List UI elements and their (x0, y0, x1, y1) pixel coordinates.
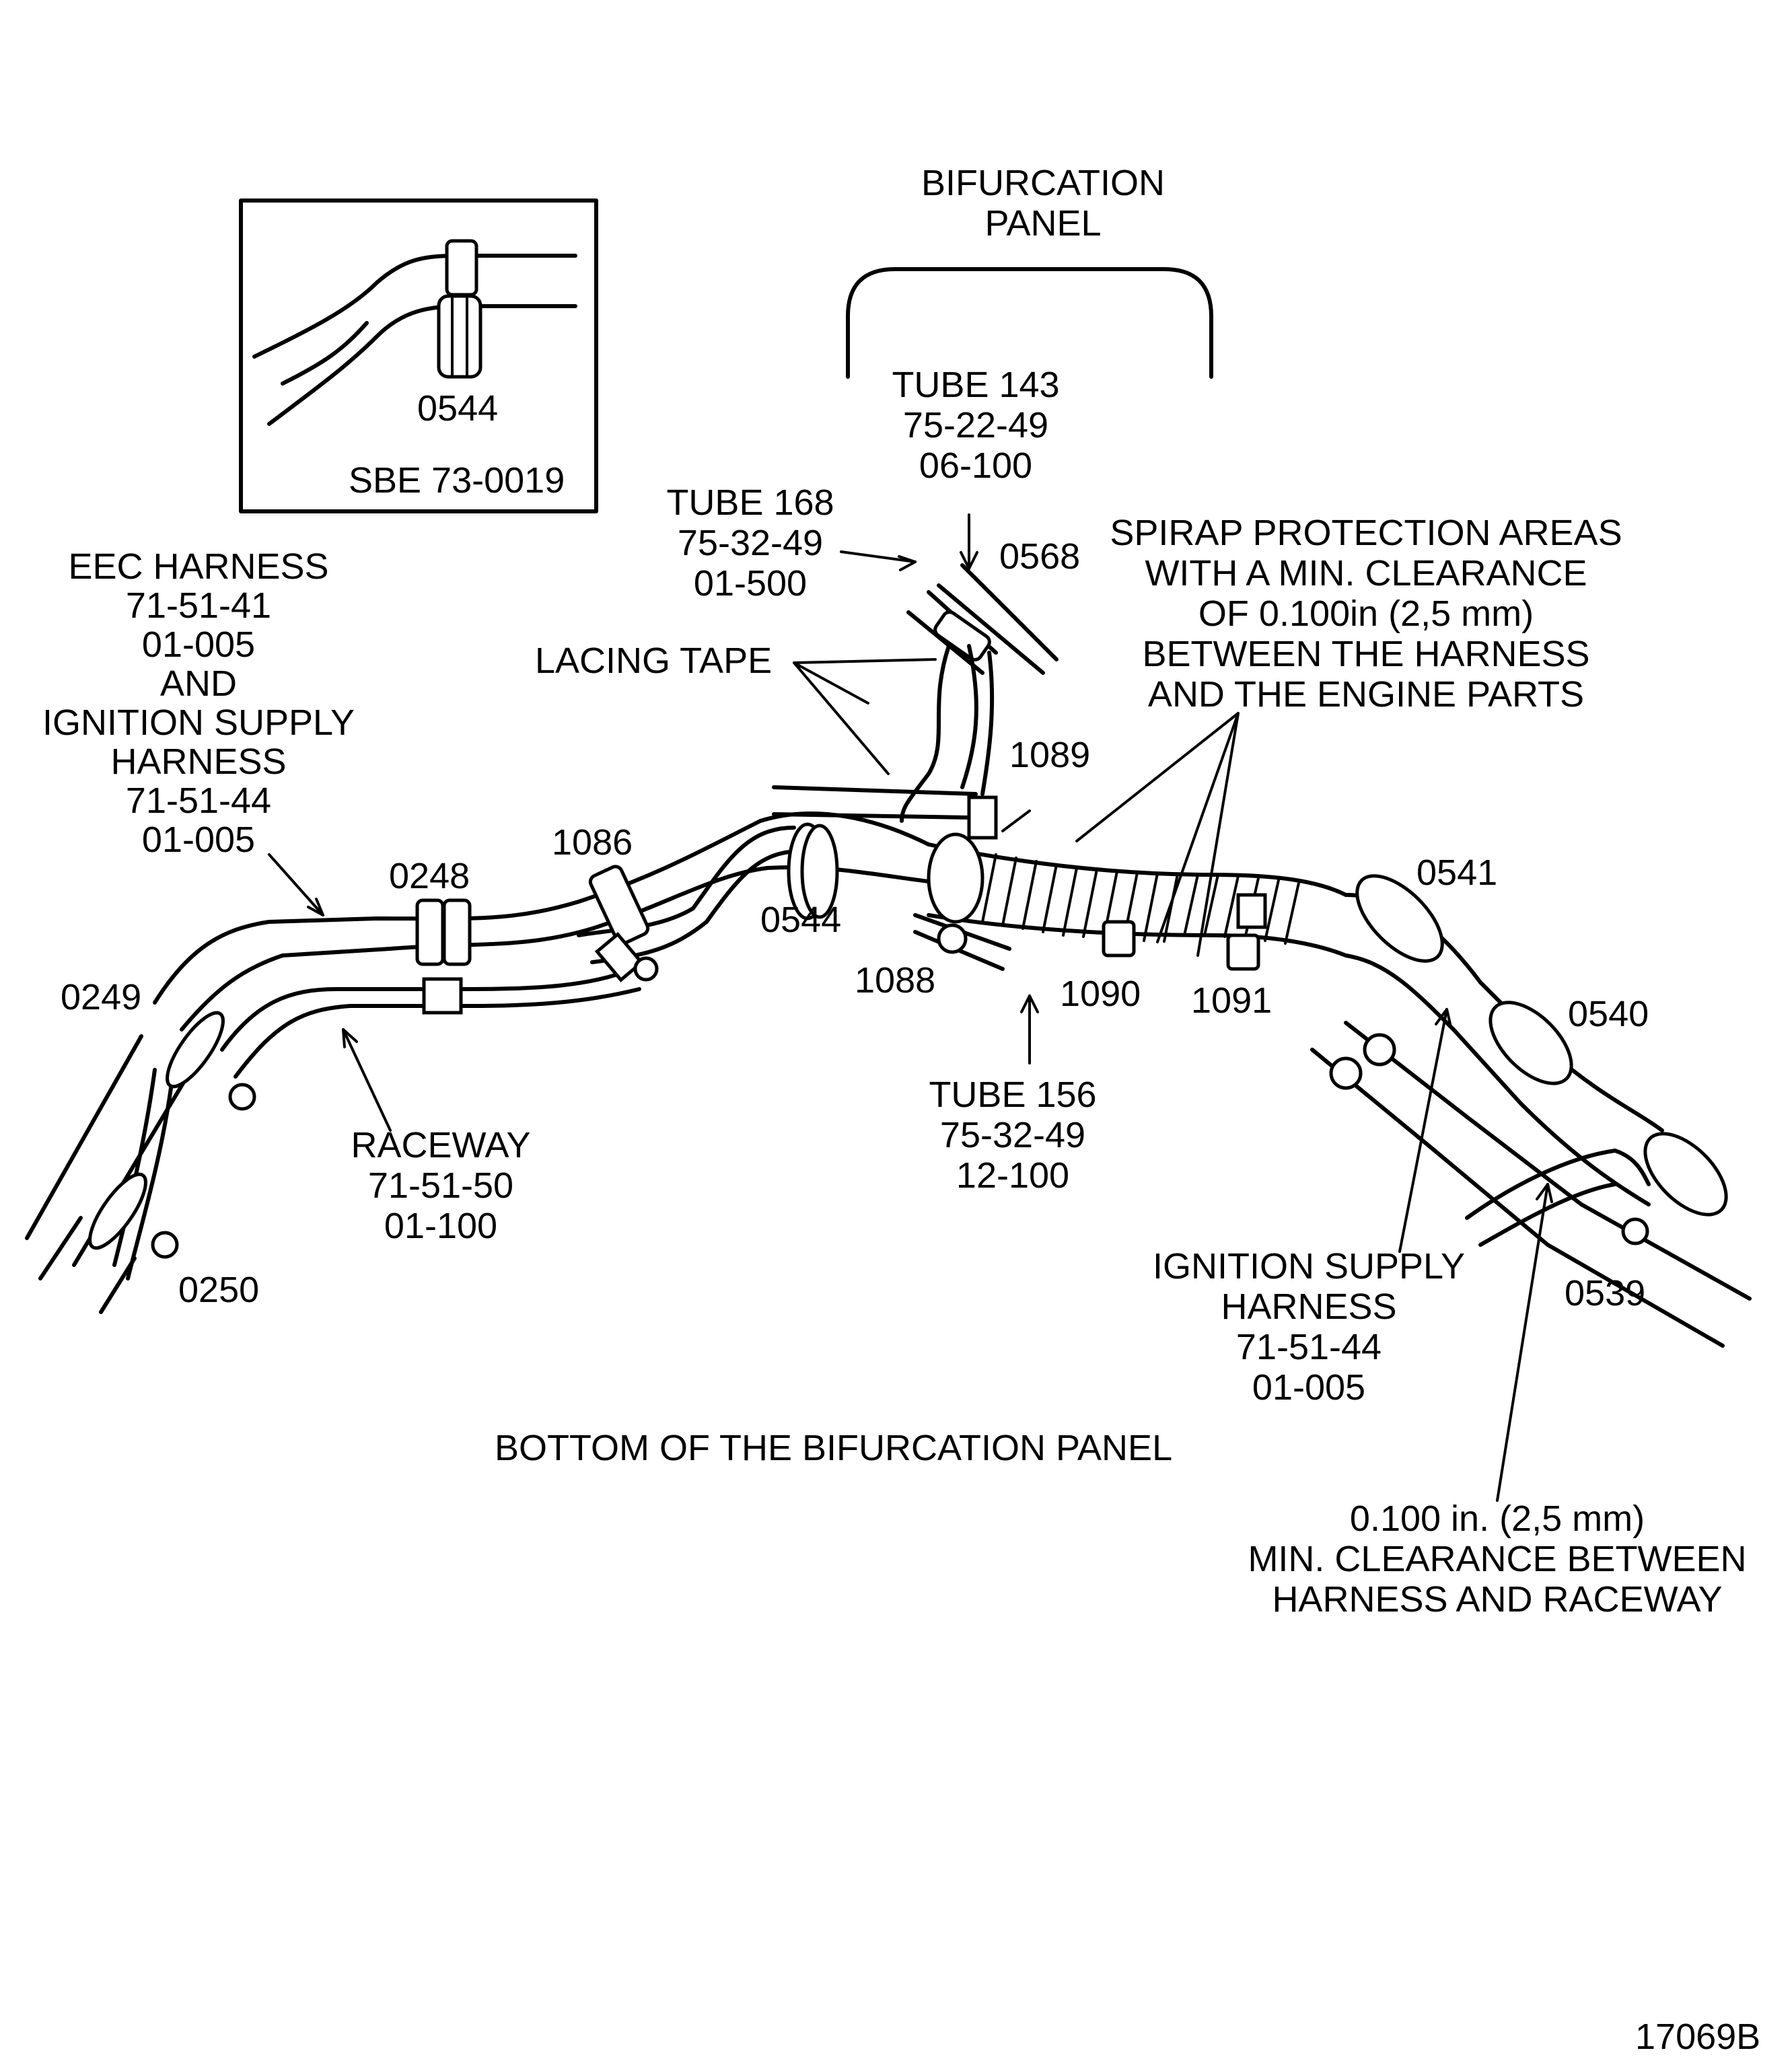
tube-156-line3: 12-100 (956, 1155, 1069, 1196)
eec-line1: EEC HARNESS (68, 546, 328, 587)
part-1086: 1086 (552, 822, 633, 863)
spirap-line5: AND THE ENGINE PARTS (1148, 674, 1584, 715)
tube-143-line2: 75-22-49 (903, 405, 1048, 445)
part-1090: 1090 (1060, 974, 1141, 1014)
part-0539: 0539 (1565, 1273, 1645, 1313)
tube-168-line2: 75-32-49 (678, 523, 823, 563)
clearance-line3: HARNESS AND RACEWAY (1272, 1579, 1722, 1620)
part-0248: 0248 (389, 856, 470, 896)
bifurcation-panel-bracket: BIFURCATION PANEL (846, 163, 1213, 379)
callout-clearance: 0.100 in. (2,5 mm) MIN. CLEARANCE BETWEE… (1248, 1498, 1746, 1620)
eec-line3: 01-005 (142, 624, 255, 665)
tube-156-line1: TUBE 156 (929, 1075, 1096, 1115)
clearance-line1: 0.100 in. (2,5 mm) (1350, 1498, 1645, 1539)
tube-143-line1: TUBE 143 (892, 365, 1059, 405)
bifurcation-title-line1: BIFURCATION (921, 163, 1165, 203)
ignition-line3: 71-51-44 (1236, 1327, 1382, 1367)
figure-id: 17069B (1635, 2017, 1760, 2057)
part-1091: 1091 (1191, 980, 1272, 1021)
tube-156-line2: 75-32-49 (940, 1115, 1085, 1155)
part-1089: 1089 (1009, 735, 1090, 775)
spirap-line2: WITH A MIN. CLEARANCE (1145, 553, 1587, 593)
eec-line7: 71-51-44 (126, 781, 271, 821)
part-0568: 0568 (999, 536, 1080, 577)
bifurcation-title-line2: PANEL (984, 203, 1101, 244)
part-0249: 0249 (61, 977, 141, 1017)
eec-line4: AND (160, 663, 237, 704)
callout-raceway: RACEWAY 71-51-50 01-100 (351, 1125, 530, 1246)
raceway-line1: RACEWAY (351, 1125, 530, 1165)
detail-inset: 0544 SBE 73-0019 (239, 198, 598, 513)
tube-168-line3: 01-500 (694, 563, 807, 604)
eec-line5: IGNITION SUPPLY (42, 702, 355, 743)
leader-lines (268, 513, 1553, 1502)
tube-143-line3: 06-100 (919, 445, 1032, 486)
part-0541: 0541 (1417, 853, 1497, 893)
inset-part-label: 0544 (417, 388, 498, 429)
bottom-caption: BOTTOM OF THE BIFURCATION PANEL (495, 1428, 1172, 1468)
harness-drawing (25, 563, 1752, 1348)
tube-168-line1: TUBE 168 (666, 482, 834, 523)
part-0544: 0544 (760, 900, 841, 940)
eec-line6: HARNESS (110, 742, 286, 782)
eec-line2: 71-51-41 (126, 585, 271, 626)
spirap-line3: OF 0.100in (2,5 mm) (1198, 593, 1534, 634)
callout-tube-143: TUBE 143 75-22-49 06-100 (892, 365, 1059, 486)
raceway-line2: 71-51-50 (368, 1165, 513, 1206)
ignition-line1: IGNITION SUPPLY (1153, 1246, 1465, 1287)
spirap-line4: BETWEEN THE HARNESS (1142, 634, 1589, 674)
eec-line8: 01-005 (142, 820, 255, 860)
ignition-line4: 01-005 (1252, 1367, 1365, 1408)
callout-tube-156: TUBE 156 75-32-49 12-100 (929, 1075, 1096, 1196)
callout-tube-168: TUBE 168 75-32-49 01-500 (666, 482, 834, 604)
clearance-line2: MIN. CLEARANCE BETWEEN (1248, 1539, 1746, 1579)
callout-spirap: SPIRAP PROTECTION AREAS WITH A MIN. CLEA… (1110, 513, 1622, 715)
part-0540: 0540 (1568, 994, 1649, 1034)
part-0250: 0250 (178, 1270, 259, 1310)
callout-eec-harness: EEC HARNESS 71-51-41 01-005 AND IGNITION… (42, 546, 355, 860)
callout-ignition-supply: IGNITION SUPPLY HARNESS 71-51-44 01-005 (1153, 1246, 1465, 1408)
part-1088: 1088 (855, 960, 935, 1001)
inset-reference: SBE 73-0019 (349, 460, 565, 501)
lacing-tape-label: LACING TAPE (535, 641, 772, 681)
spirap-line1: SPIRAP PROTECTION AREAS (1110, 513, 1622, 553)
raceway-line3: 01-100 (384, 1206, 497, 1246)
ignition-line2: HARNESS (1221, 1287, 1396, 1327)
